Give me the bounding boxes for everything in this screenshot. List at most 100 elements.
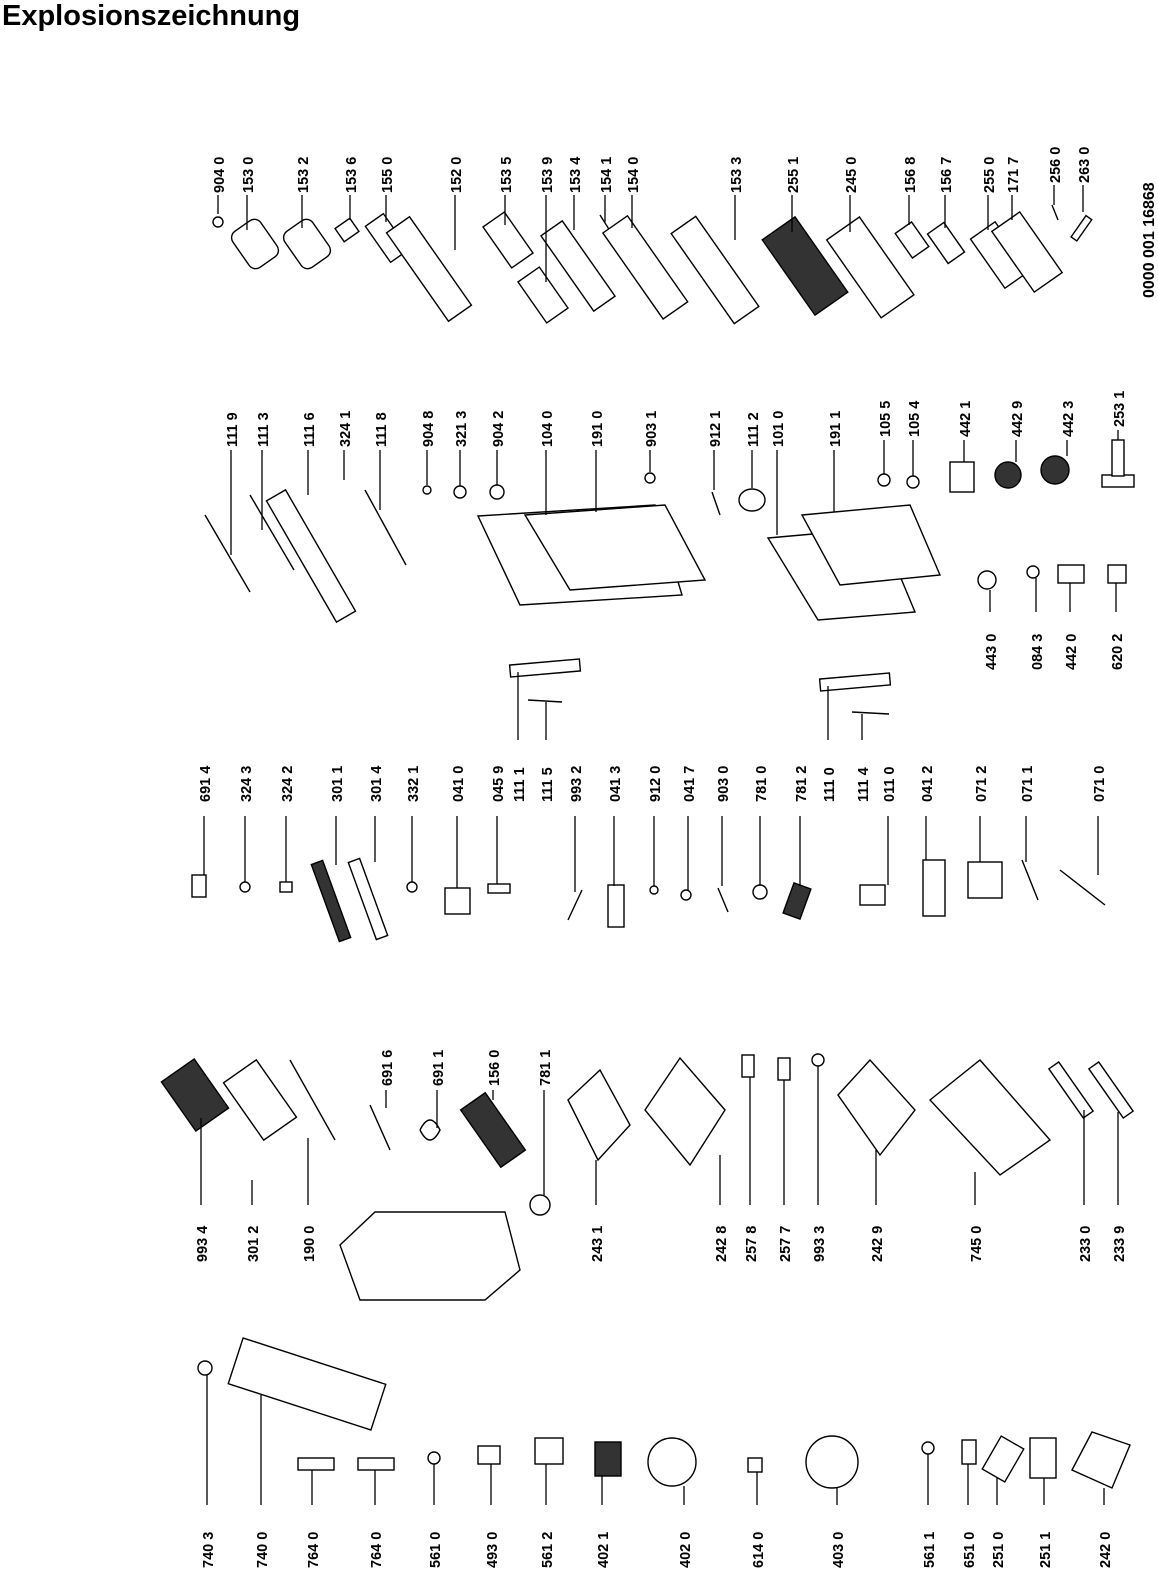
label-442-3: 442 3 bbox=[1061, 401, 1077, 437]
part-691-4-sketch bbox=[191, 874, 207, 898]
label-111-4: 111 4 bbox=[856, 767, 872, 802]
part-242-9-sketch bbox=[837, 1058, 916, 1157]
label-324-1: 324 1 bbox=[338, 411, 354, 447]
label-155-0: 155 0 bbox=[380, 157, 396, 193]
part-301-2-sketch bbox=[222, 1058, 298, 1142]
label-111-1: 111 1 bbox=[512, 767, 528, 802]
label-561-0: 561 0 bbox=[428, 1532, 444, 1568]
label-561-1: 561 1 bbox=[922, 1532, 938, 1568]
part-253-1-stem-sketch bbox=[1111, 439, 1125, 477]
part-242-0-sketch bbox=[1071, 1431, 1131, 1489]
part-154-0-sketch bbox=[601, 214, 689, 320]
document-number: 0000 001 16868 bbox=[1141, 182, 1158, 298]
label-993-2: 993 2 bbox=[569, 766, 585, 802]
label-301-1: 301 1 bbox=[330, 766, 346, 802]
part-903-0-sketch bbox=[717, 887, 729, 913]
label-691-6: 691 6 bbox=[380, 1050, 396, 1086]
part-257-7-sketch bbox=[777, 1057, 791, 1081]
label-402-0: 402 0 bbox=[678, 1532, 694, 1568]
part-324-3-sketch bbox=[239, 881, 251, 893]
part-781-0-sketch bbox=[752, 884, 768, 900]
part-153-6-sketch bbox=[334, 217, 360, 243]
label-256-0: 256 0 bbox=[1048, 147, 1064, 183]
label-242-8: 242 8 bbox=[714, 1226, 730, 1262]
part-071-1-sketch bbox=[1021, 859, 1039, 901]
label-111-8: 111 8 bbox=[374, 412, 390, 447]
part-904-2-sketch bbox=[489, 484, 505, 500]
part-153-5-sketch bbox=[482, 211, 534, 269]
label-903-1: 903 1 bbox=[644, 411, 660, 447]
leader-lines bbox=[200, 185, 1119, 1505]
label-764-0-b: 764 0 bbox=[369, 1532, 385, 1568]
label-781-2: 781 2 bbox=[794, 766, 810, 802]
label-154-1: 154 1 bbox=[599, 157, 615, 193]
part-233-0-sketch bbox=[1047, 1061, 1095, 1119]
label-104-0: 104 0 bbox=[540, 411, 556, 447]
label-253-1: 253 1 bbox=[1112, 391, 1128, 427]
part-152-0-sketch bbox=[385, 215, 473, 323]
label-301-4: 301 4 bbox=[369, 766, 385, 802]
part-740-3-sketch bbox=[197, 1360, 213, 1376]
part-561-1-sketch bbox=[921, 1441, 935, 1455]
label-691-4: 691 4 bbox=[198, 766, 214, 802]
label-781-0: 781 0 bbox=[754, 766, 770, 802]
label-257-7: 257 7 bbox=[778, 1226, 794, 1262]
part-620-2-sketch bbox=[1107, 564, 1127, 584]
part-651-0-sketch bbox=[961, 1439, 977, 1465]
part-256-0-sketch bbox=[1051, 204, 1059, 221]
part-156-8-sketch bbox=[894, 221, 930, 259]
label-255-1: 255 1 bbox=[786, 157, 802, 193]
label-912-1: 912 1 bbox=[708, 411, 724, 447]
part-156-0-sketch bbox=[459, 1091, 527, 1169]
part-912-0-sketch bbox=[649, 885, 659, 895]
part-442-9-sketch bbox=[994, 461, 1022, 489]
part-253-1-sketch bbox=[1101, 474, 1135, 488]
label-442-1: 442 1 bbox=[958, 401, 974, 437]
label-324-2: 324 2 bbox=[280, 766, 296, 802]
part-993-2-sketch bbox=[567, 889, 583, 921]
label-171-7: 171 7 bbox=[1006, 157, 1022, 193]
label-041-2: 041 2 bbox=[920, 766, 936, 802]
part-324-2-sketch bbox=[279, 881, 293, 893]
label-321-3: 321 3 bbox=[454, 411, 470, 447]
part-904-0-sketch bbox=[212, 216, 224, 228]
part-111-2-sketch bbox=[738, 488, 766, 512]
label-993-3: 993 3 bbox=[812, 1226, 828, 1262]
label-251-1: 251 1 bbox=[1038, 1532, 1054, 1568]
part-402-0-sketch bbox=[647, 1437, 697, 1487]
part-111-9-sketch bbox=[204, 514, 251, 593]
label-111-2: 111 2 bbox=[746, 412, 762, 447]
label-904-2: 904 2 bbox=[491, 411, 507, 447]
label-105-4: 105 4 bbox=[907, 401, 923, 437]
label-740-3: 740 3 bbox=[201, 1532, 217, 1568]
part-153-2-sketch bbox=[282, 218, 332, 270]
part-190-0-sketch bbox=[289, 1059, 336, 1141]
part-903-1-sketch bbox=[644, 472, 656, 484]
part-233-9-sketch bbox=[1087, 1061, 1135, 1119]
part-301-4-sketch bbox=[347, 857, 389, 941]
label-111-3: 111 3 bbox=[256, 412, 272, 447]
label-233-0: 233 0 bbox=[1078, 1226, 1094, 1262]
label-071-1: 071 1 bbox=[1020, 766, 1036, 802]
part-263-0-sketch bbox=[1070, 214, 1093, 242]
label-111-6: 111 6 bbox=[302, 412, 318, 447]
part-041-3-sketch bbox=[607, 884, 625, 928]
label-620-2: 620 2 bbox=[1110, 634, 1126, 670]
part-402-1-sketch bbox=[594, 1441, 622, 1477]
part-561-2-sketch bbox=[534, 1437, 564, 1465]
label-263-0: 263 0 bbox=[1077, 147, 1093, 183]
label-614-0: 614 0 bbox=[751, 1532, 767, 1568]
part-111-1-sketch bbox=[508, 658, 582, 678]
part-301-1-sketch bbox=[310, 859, 352, 943]
part-153-4-sketch bbox=[539, 219, 617, 313]
label-740-0: 740 0 bbox=[255, 1532, 271, 1568]
label-243-1: 243 1 bbox=[590, 1226, 606, 1262]
label-993-4: 993 4 bbox=[195, 1226, 211, 1262]
part-041-2-sketch bbox=[922, 859, 946, 917]
label-153-9: 153 9 bbox=[540, 157, 556, 193]
label-152-0: 152 0 bbox=[449, 157, 465, 193]
label-011-0: 011 0 bbox=[882, 767, 898, 803]
part-045-9-sketch bbox=[487, 883, 511, 894]
label-191-1: 191 1 bbox=[828, 411, 844, 447]
